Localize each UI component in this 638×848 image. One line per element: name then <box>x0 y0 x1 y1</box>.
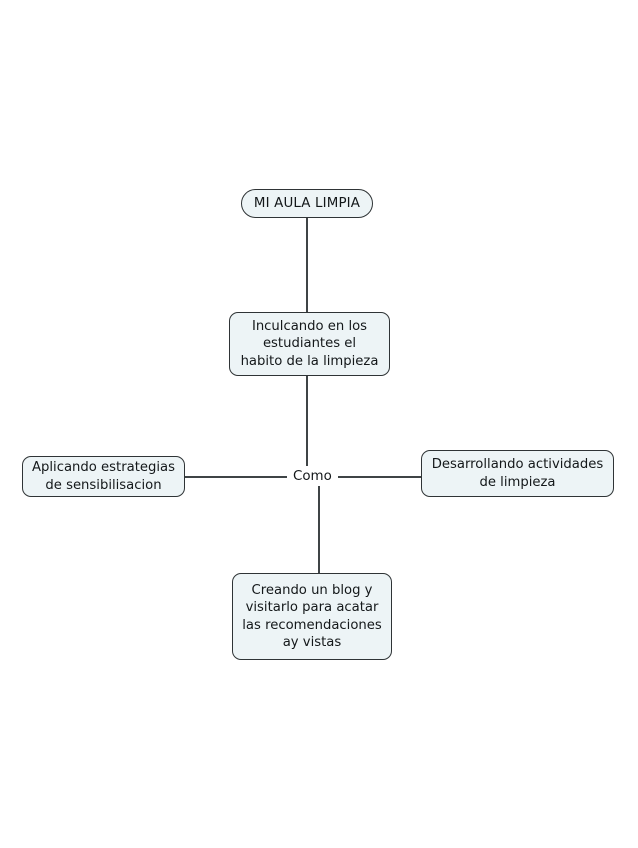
connector-root-to-top-branch <box>306 217 308 313</box>
node-hub-label: Como <box>293 469 332 484</box>
node-branch-left-label: Aplicando estrategias de sensibilisacion <box>32 460 175 493</box>
node-branch-bottom-label: Creando un blog y visitarlo para acatar … <box>242 582 382 651</box>
node-branch-right[interactable]: Desarrollando actividades de limpieza <box>421 450 614 497</box>
node-branch-right-label: Desarrollando actividades de limpieza <box>431 457 604 490</box>
connector-hub-to-bottom-branch <box>318 482 320 574</box>
connector-hub-to-right-branch <box>336 476 422 478</box>
node-hub-como[interactable]: Como <box>287 468 338 486</box>
node-branch-bottom[interactable]: Creando un blog y visitarlo para acatar … <box>232 573 392 660</box>
node-root-label: MI AULA LIMPIA <box>253 195 361 211</box>
node-root-mi-aula-limpia[interactable]: MI AULA LIMPIA <box>241 189 373 218</box>
connector-top-branch-to-hub <box>306 376 308 466</box>
node-branch-left[interactable]: Aplicando estrategias de sensibilisacion <box>22 456 185 497</box>
node-branch-top[interactable]: Inculcando en los estudiantes el habito … <box>229 312 390 376</box>
connector-left-branch-to-hub <box>185 476 287 478</box>
node-branch-top-label: Inculcando en los estudiantes el habito … <box>240 318 379 369</box>
